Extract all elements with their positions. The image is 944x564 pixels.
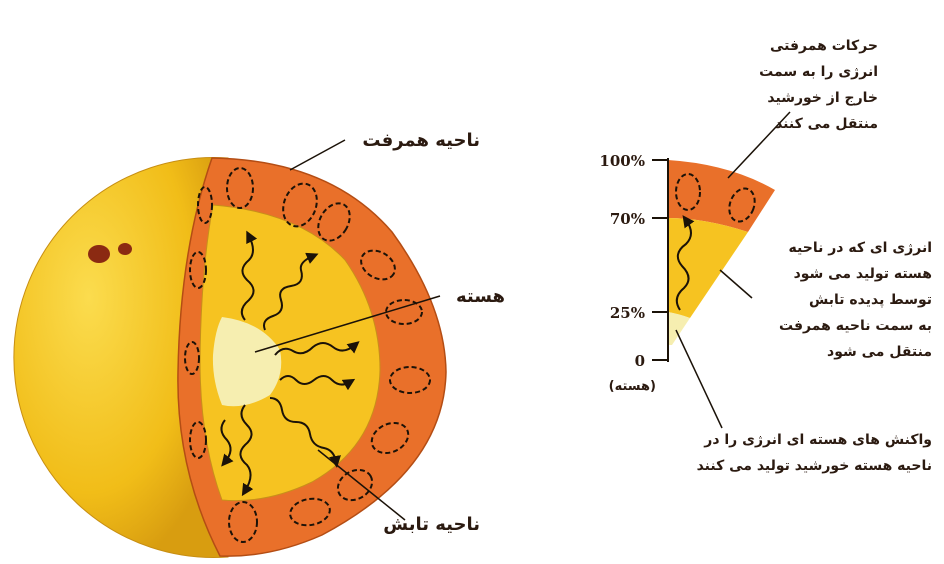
svg-text:حرکات همرفتی: حرکات همرفتی bbox=[770, 38, 878, 54]
wedge-radiative-zone bbox=[668, 218, 748, 318]
depth-scale bbox=[652, 158, 668, 362]
radiative-zone-label: ناحیه تابش bbox=[383, 514, 480, 535]
wedge-core bbox=[668, 312, 690, 345]
svg-text:به سمت ناحیه همرفت: به سمت ناحیه همرفت bbox=[779, 318, 932, 334]
svg-text:ناحیه هسته خورشید تولید می کنن: ناحیه هسته خورشید تولید می کنند bbox=[697, 458, 932, 474]
svg-text:خارج از خورشید: خارج از خورشید bbox=[767, 90, 878, 106]
annotation-radiation: انرژی ای که در ناحیه هسته تولید می شود ت… bbox=[779, 240, 932, 360]
tick-25: 25% bbox=[610, 304, 645, 322]
svg-text:انرژی ای که در ناحیه: انرژی ای که در ناحیه bbox=[789, 240, 932, 256]
convection-zone-label: ناحیه همرفت bbox=[362, 130, 480, 151]
tick-70: 70% bbox=[610, 210, 645, 228]
tick-core-note: (هسته) bbox=[609, 379, 656, 394]
tick-0: 0 bbox=[635, 352, 645, 370]
svg-text:هسته تولید می شود: هسته تولید می شود bbox=[794, 266, 932, 282]
svg-text:توسط پدیده تابش: توسط پدیده تابش bbox=[809, 292, 932, 308]
annotation-reactions: واکنش های هسته ای انرژی را در ناحیه هسته… bbox=[697, 432, 932, 474]
svg-text:منتقل می شود: منتقل می شود bbox=[827, 344, 932, 360]
sunspot bbox=[118, 243, 132, 255]
sunspot bbox=[88, 245, 110, 263]
core-label: هسته bbox=[456, 286, 505, 307]
sun-cutaway bbox=[14, 157, 446, 557]
svg-text:انرژی را به سمت: انرژی را به سمت bbox=[759, 64, 878, 80]
svg-text:منتقل می کنند: منتقل می کنند bbox=[775, 116, 878, 132]
tick-100: 100% bbox=[599, 152, 645, 170]
annotation-convection: حرکات همرفتی انرژی را به سمت خارج از خور… bbox=[759, 38, 878, 132]
svg-text:واکنش های هسته ای انرژی را در: واکنش های هسته ای انرژی را در bbox=[703, 432, 932, 448]
sun-wedge bbox=[668, 160, 775, 345]
